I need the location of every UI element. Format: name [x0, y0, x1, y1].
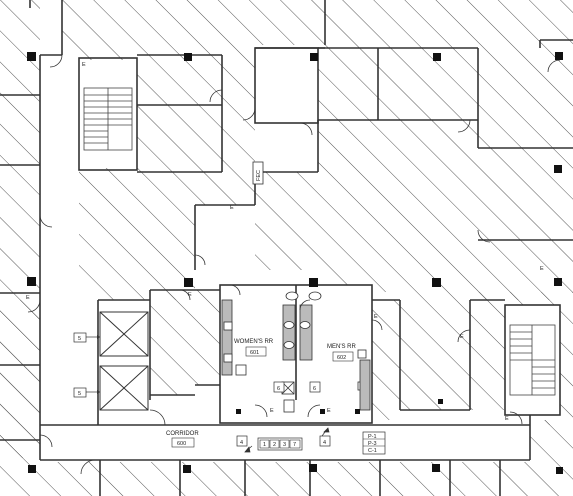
restroom-fixtures [221, 291, 371, 413]
e-mark: E [230, 205, 234, 211]
e-mark: E [505, 416, 509, 422]
e-mark: E [26, 295, 30, 301]
e-mark: E [82, 62, 86, 68]
room-womens-rr: WOMEN'S RR 601 [234, 339, 274, 357]
key-plan-reference: 1 2 3 7 [257, 437, 303, 451]
room-number: 600 [177, 441, 186, 447]
stair-right [509, 324, 556, 396]
room-name: WOMEN'S RR [234, 339, 274, 345]
key-number: 7 [293, 442, 296, 448]
tag-text: 4 [240, 440, 243, 446]
fec-cabinet: FEC [252, 161, 264, 185]
finish-code: P-3 [368, 441, 377, 447]
e-mark: E [270, 408, 274, 414]
hatched-left-lower [0, 300, 40, 460]
tag-text: 5 [78, 336, 81, 342]
key-number: 1 [263, 442, 266, 448]
hatched-top-right [318, 0, 573, 148]
tag-5-lower: 5 [73, 387, 100, 398]
tag-6-left: 6 [273, 381, 285, 393]
elevator-shafts [99, 311, 149, 411]
tag-6-right: 6 [309, 381, 321, 393]
structural-columns [27, 52, 563, 474]
e-mark: E [460, 334, 464, 340]
arrow-indicator [244, 427, 330, 453]
e-mark: E [188, 292, 192, 298]
e-mark: E [327, 408, 331, 414]
finish-legend: P-1 P-3 C-1 [362, 431, 386, 455]
tag-5-upper: 5 [73, 332, 100, 343]
hatched-bottom-right [530, 420, 573, 460]
room-name: MEN'S RR [327, 344, 356, 350]
room-name: CORRIDOR [166, 431, 199, 437]
key-number: 3 [283, 442, 286, 448]
tag-text: 5 [78, 391, 81, 397]
e-markers: E E E E E E E E E E [26, 62, 544, 422]
finish-code: C-1 [368, 448, 377, 454]
tag-text: 6 [277, 386, 280, 392]
hatched-bottom-strip [0, 460, 573, 496]
fec-label: FEC [256, 170, 262, 181]
stair-top-left [83, 87, 133, 151]
room-number: 601 [250, 350, 259, 356]
finish-code: P-1 [368, 434, 377, 440]
hatched-right-core [372, 300, 400, 420]
room-mens-rr: MEN'S RR 602 [327, 344, 356, 362]
e-mark: E [540, 266, 544, 272]
hatched-core-room [150, 290, 220, 395]
door-swings [27, 54, 561, 475]
room-number: 602 [337, 355, 346, 361]
room-corridor: CORRIDOR 600 [166, 431, 199, 448]
e-mark: E [374, 314, 378, 320]
key-number: 2 [273, 442, 276, 448]
tag-text: 4 [323, 440, 326, 446]
tag-text: 6 [313, 386, 316, 392]
